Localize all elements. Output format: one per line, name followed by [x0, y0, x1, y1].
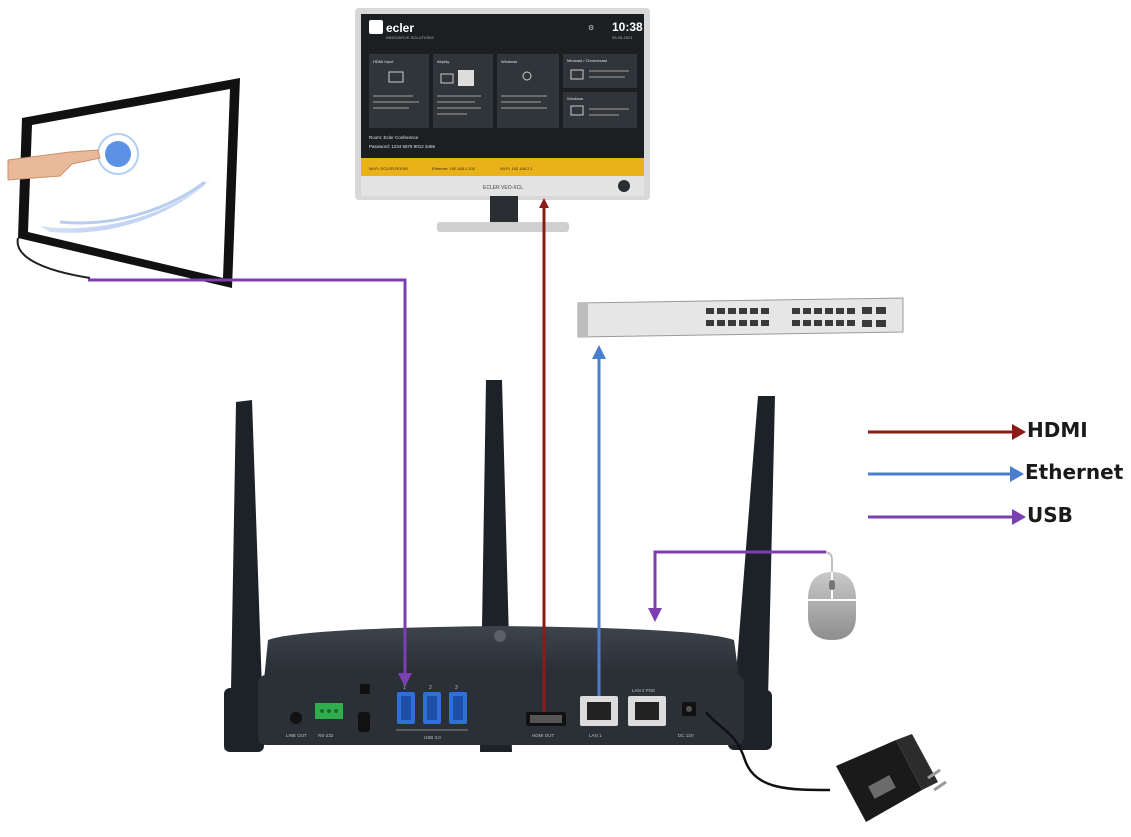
switch-port — [814, 320, 822, 326]
monitor-footer-bar — [361, 158, 644, 176]
audio-jack-icon — [290, 712, 302, 724]
footer-item: Wi-Fi: ECLER-ROOM — [369, 166, 408, 171]
network-switch — [577, 297, 904, 338]
mouse-icon — [808, 551, 856, 640]
switch-port — [836, 320, 844, 326]
switch-port — [876, 307, 886, 314]
monitor-info-password: Password: 1234 5678 9012 3456 — [369, 144, 436, 149]
switch-port — [761, 320, 769, 326]
switch-port — [728, 320, 736, 326]
cast-icon — [440, 73, 454, 84]
switch-port — [803, 308, 811, 314]
legend-label-hdmi: HDMI — [1027, 418, 1088, 442]
switch-port — [825, 320, 833, 326]
card-label: HDMI Input — [373, 59, 394, 64]
monitor: ecler INNOVATIVE SOLUTIONS 10:38 09-05-2… — [355, 8, 650, 232]
card-label: Windows — [567, 96, 583, 101]
switch-port — [876, 320, 886, 327]
usb-number: 3 — [455, 685, 458, 691]
switch-port — [739, 308, 747, 314]
switch-port — [706, 320, 714, 326]
qr-code-icon — [458, 70, 474, 86]
card-label: Miracast / Chromecast — [567, 58, 608, 63]
footer-item: Ethernet: 192.168.1.100 — [432, 166, 476, 171]
router: 1 2 3 LINE OUT RS-232 USB 3.0 HDMI OUT L… — [224, 380, 775, 752]
card-label: Windows — [501, 59, 517, 64]
power-button-icon — [618, 180, 630, 192]
switch-port — [862, 307, 872, 314]
port-label: LAN 1 — [589, 733, 602, 738]
legend-label-ethernet: Ethernet — [1025, 460, 1124, 484]
monitor-bottom-label: ECLER VEO-XCL — [483, 185, 523, 191]
antenna-right — [734, 396, 775, 700]
switch-port — [836, 308, 844, 314]
port-label: RS-232 — [318, 733, 334, 738]
switch-port — [847, 320, 855, 326]
switch-port — [847, 308, 855, 314]
wifi-icon — [522, 71, 532, 81]
footer-item: Wi-Fi: 192.168.2.1 — [500, 166, 533, 171]
usb-connection-touch — [88, 278, 412, 687]
usb-c-port — [358, 712, 370, 732]
power-adapter — [705, 711, 947, 822]
wifi-status-icon: ⚙ — [588, 24, 594, 32]
switch-port — [792, 308, 800, 314]
switch-port — [814, 308, 822, 314]
port-label: USB 3.0 — [424, 735, 441, 740]
legend-label-usb: USB — [1027, 503, 1073, 527]
usb-connection-mouse — [648, 550, 826, 622]
switch-port — [825, 308, 833, 314]
card-label: Airplay — [437, 59, 449, 64]
switch-port — [750, 308, 758, 314]
switch-port — [706, 308, 714, 314]
antenna-left — [224, 400, 262, 750]
switch-port — [761, 308, 769, 314]
switch-port — [862, 320, 872, 327]
brand-logo-icon — [369, 20, 383, 34]
legend — [868, 424, 1026, 525]
reset-button-icon — [360, 684, 370, 694]
switch-port — [739, 320, 747, 326]
switch-port — [750, 320, 758, 326]
monitor-time: 10:38 — [612, 20, 643, 34]
monitor-icon — [388, 71, 404, 83]
monitor-cards: HDMI Input Airplay Windows Miracast / Ch… — [369, 54, 637, 128]
laptop-icon — [570, 69, 584, 80]
switch-port — [792, 320, 800, 326]
monitor-date: 09-05-2024 — [612, 35, 633, 40]
monitor-info-room: Room: Ecler Conference — [369, 135, 419, 140]
switch-port — [717, 308, 725, 314]
port-label: DC 12V — [678, 733, 694, 738]
port-label: LAN 2 POE — [632, 688, 655, 693]
usb-number: 1 — [403, 685, 406, 691]
touch-screen — [7, 78, 240, 288]
switch-port — [717, 320, 725, 326]
port-label: HDMI OUT — [532, 733, 554, 738]
monitor-brand: ecler — [386, 21, 414, 35]
monitor-brand-sub: INNOVATIVE SOLUTIONS — [386, 35, 434, 40]
laptop-icon — [570, 105, 584, 116]
router-front-panel — [258, 675, 744, 745]
usb-number: 2 — [429, 685, 432, 691]
switch-port — [803, 320, 811, 326]
switch-port — [728, 308, 736, 314]
port-label: LINE OUT — [286, 733, 307, 738]
